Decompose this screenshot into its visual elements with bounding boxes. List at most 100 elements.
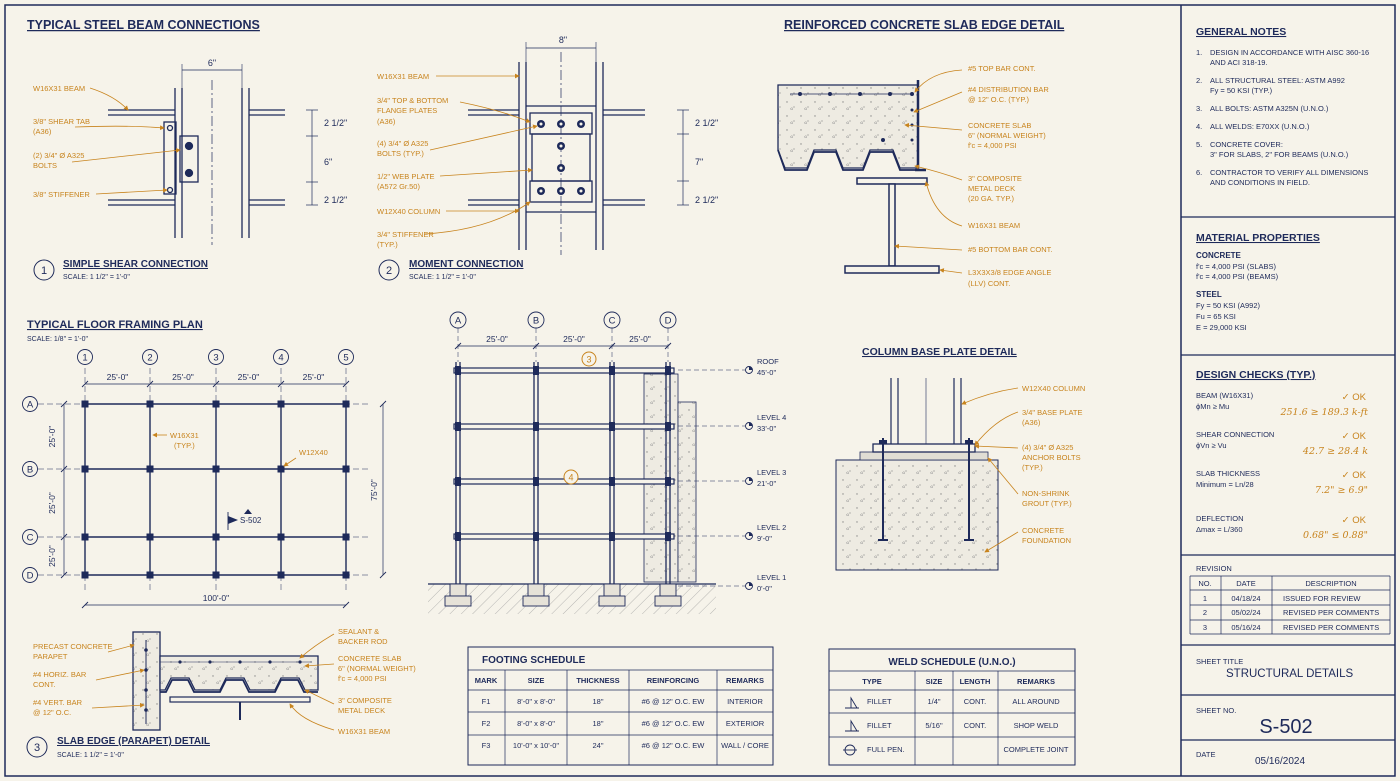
label: (4) 3/4" Ø A325 xyxy=(1022,443,1073,452)
title-floor-plan: TYPICAL FLOOR FRAMING PLAN xyxy=(27,319,203,331)
span-dim: 25'-0" xyxy=(47,545,57,567)
weld-schedule-title: WELD SCHEDULE (U.N.O.) xyxy=(888,657,1015,668)
footing-cell: F1 xyxy=(482,697,491,706)
label: W16X31 BEAM xyxy=(968,221,1020,230)
label: CONCRETE xyxy=(1022,526,1064,535)
general-notes-list: 1.DESIGN IN ACCORDANCE WITH AISC 360-16A… xyxy=(1196,48,1369,187)
note-text: 3" FOR SLABS, 2" FOR BEAMS (U.N.O.) xyxy=(1210,150,1349,159)
footing-cell: EXTERIOR xyxy=(726,719,765,728)
label: CONT. xyxy=(33,680,56,689)
label: f'c = 4,000 PSI xyxy=(968,141,1017,150)
beam-column-joint xyxy=(533,366,539,375)
label: 3/8" SHEAR TAB xyxy=(33,117,90,126)
label: #5 TOP BAR CONT. xyxy=(968,64,1036,73)
label: 3/4" BASE PLATE xyxy=(1022,408,1082,417)
check-equation: Δmax = L/360 xyxy=(1196,525,1243,534)
column-mark xyxy=(212,400,220,408)
label: (A572 Gr.50) xyxy=(377,182,420,191)
floor-beam xyxy=(453,533,675,540)
plan-beam-label: (TYP.) xyxy=(174,441,195,450)
grid-bubble xyxy=(338,349,354,365)
check-heading: BEAM (W16X31) xyxy=(1196,391,1254,400)
footing-header: REMARKS xyxy=(726,676,764,685)
grid-bubble xyxy=(208,349,224,365)
column-mark xyxy=(146,571,154,579)
revision-header: NO. xyxy=(1198,579,1211,588)
label: L3X3X3/8 EDGE ANGLE xyxy=(968,268,1051,277)
label: @ 12" O.C. (TYP.) xyxy=(968,95,1029,104)
sheet-no-label: SHEET NO. xyxy=(1196,706,1236,715)
footing-cell: 8'-0" x 8'-0" xyxy=(517,697,555,706)
label: FLANGE PLATES xyxy=(377,106,437,115)
column-mark xyxy=(212,533,220,541)
label: PRECAST CONCRETE xyxy=(33,642,112,651)
level-name: LEVEL 2 xyxy=(757,523,786,532)
footing-schedule-title: FOOTING SCHEDULE xyxy=(482,655,586,666)
title-column-base: COLUMN BASE PLATE DETAIL xyxy=(862,346,1017,358)
footing-cell: #6 @ 12" O.C. EW xyxy=(642,741,706,750)
design-checks-title: DESIGN CHECKS (TYP.) xyxy=(1196,369,1315,381)
column-mark xyxy=(146,533,154,541)
weld-cell: FILLET xyxy=(867,697,892,706)
callout-number: 4 xyxy=(568,473,573,483)
label: (20 GA. TYP.) xyxy=(968,194,1014,203)
material-properties-title: MATERIAL PROPERTIES xyxy=(1196,232,1320,244)
weld-cell: 1/4" xyxy=(927,697,940,706)
beam-column-joint xyxy=(455,422,461,431)
grid-label: A xyxy=(27,400,34,411)
grid-label: 4 xyxy=(278,353,283,364)
label: BOLTS (TYP.) xyxy=(377,149,424,158)
dim-shear-top: 6" xyxy=(208,58,216,68)
check-value: 7.2" ≥ 6.9" xyxy=(1315,485,1368,496)
detail-scale-2: SCALE: 1 1/2" = 1'-0" xyxy=(409,274,476,281)
weld-cell: ALL AROUND xyxy=(1012,697,1060,706)
column-base-plate-detail: COLUMN BASE PLATE DETAIL W12X40 COLUMN 3… xyxy=(835,346,1085,571)
section-arrow-icon xyxy=(244,509,252,514)
detail-scale-3: SCALE: 1 1/2" = 1'-0" xyxy=(57,752,124,759)
column-mark xyxy=(81,465,89,473)
label: #4 DISTRIBUTION BAR xyxy=(968,85,1049,94)
sheet-title-label: SHEET TITLE xyxy=(1196,657,1243,666)
span-dim: 25'-0" xyxy=(107,372,129,382)
column-mark xyxy=(146,400,154,408)
detail-scale-1: SCALE: 1 1/2" = 1'-0" xyxy=(63,274,130,281)
revision-cell: 05/02/24 xyxy=(1231,608,1260,617)
general-notes-title: GENERAL NOTES xyxy=(1196,26,1286,38)
note-number: 4. xyxy=(1196,122,1202,131)
plan-beam-label: W16X31 xyxy=(170,431,199,440)
note-text: AND ACI 318-19. xyxy=(1210,58,1268,67)
span-dim: 25'-0" xyxy=(172,372,194,382)
footing xyxy=(603,583,621,597)
footing-cell: 10'-0" x 10'-0" xyxy=(513,741,559,750)
callout-bubble xyxy=(563,469,579,485)
beam-column-joint xyxy=(609,477,615,486)
check-heading: SHEAR CONNECTION xyxy=(1196,430,1274,439)
level-elevation: 9'-0" xyxy=(757,534,772,543)
check-equation: ϕVn ≥ Vu xyxy=(1196,441,1227,450)
dim-moment-2: 7" xyxy=(695,157,703,167)
footing-cell: INTERIOR xyxy=(727,697,763,706)
level-elevation: 0'-0" xyxy=(757,584,772,593)
title-slab-edge: REINFORCED CONCRETE SLAB EDGE DETAIL xyxy=(784,18,1065,32)
footing-cell: F2 xyxy=(482,719,491,728)
label: BACKER ROD xyxy=(338,637,388,646)
label: 3/4" STIFFENER xyxy=(377,230,434,239)
check-equation: ϕMn ≥ Mu xyxy=(1196,402,1229,411)
label: (TYP.) xyxy=(377,240,398,249)
grid-bubble xyxy=(273,349,289,365)
simple-shear-connection-detail: TYPICAL STEEL BEAM CONNECTIONS 6" xyxy=(27,18,347,281)
note-text: ALL BOLTS: ASTM A325N (U.N.O.) xyxy=(1210,104,1329,113)
sheet-date: 05/16/2024 xyxy=(1255,756,1305,767)
span-dim: 25'-0" xyxy=(47,426,57,448)
label: W12X40 COLUMN xyxy=(1022,384,1085,393)
grid-bubble xyxy=(22,461,38,477)
check-value: 42.7 ≥ 28.4 k xyxy=(1302,446,1368,457)
note-text: Fy = 50 KSI (TYP.) xyxy=(1210,86,1273,95)
revision-cell: 1 xyxy=(1203,594,1207,603)
column-mark xyxy=(342,571,350,579)
check-heading: DEFLECTION xyxy=(1196,514,1244,523)
